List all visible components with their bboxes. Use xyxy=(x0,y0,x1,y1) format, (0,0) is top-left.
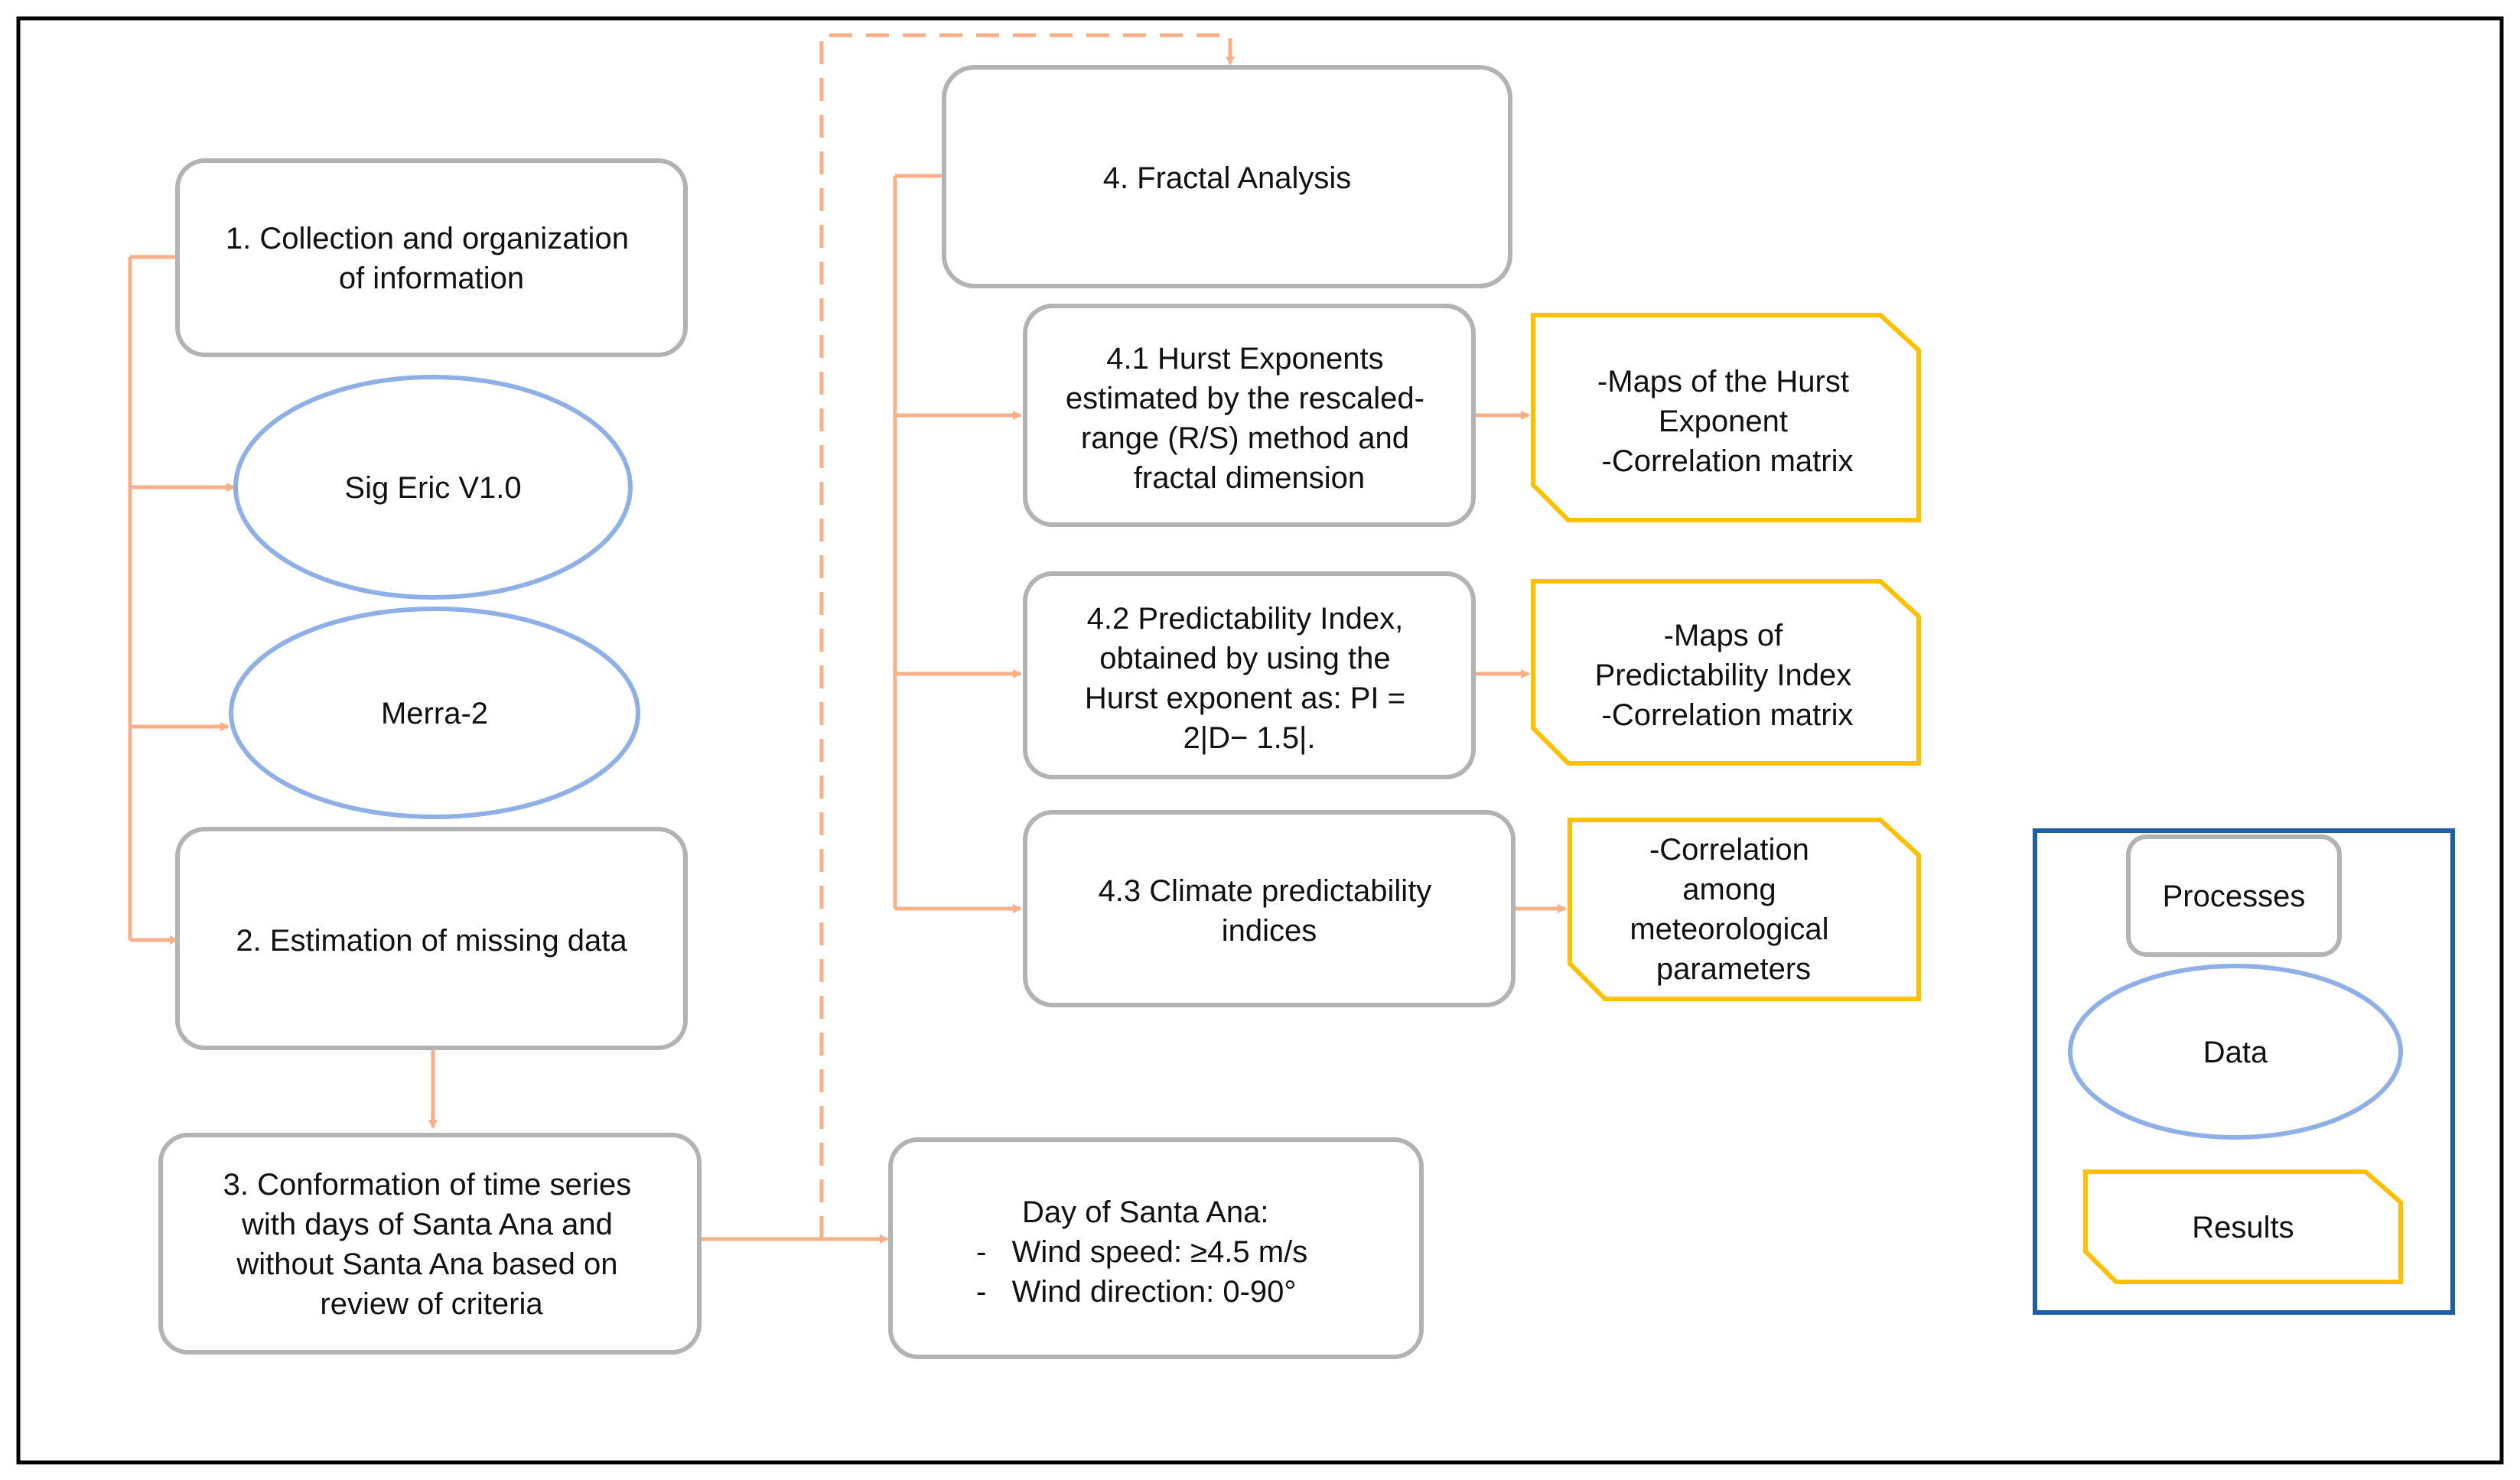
process-estimation-box xyxy=(175,827,688,1050)
process-estimation-text: 2. Estimation of missing data xyxy=(236,924,627,958)
process-hurst: 4.1 Hurst Exponents estimated by the res… xyxy=(1023,304,1476,527)
result-climate-line: -Correlation xyxy=(1649,833,1809,867)
process-collection: 1. Collection and organization of inform… xyxy=(175,158,688,357)
process-climate-box xyxy=(1023,810,1516,1007)
process-hurst-box xyxy=(1023,304,1476,527)
result-climate-text: -Correlation among meteorological parame… xyxy=(1630,833,1837,986)
process-hurst-line: range (R/S) method and xyxy=(1081,421,1409,455)
process-climate-line: 4.3 Climate predictability xyxy=(1099,874,1432,908)
outer-frame xyxy=(16,16,2504,1465)
result-climate: -Correlation among meteorological parame… xyxy=(1568,818,1921,1001)
process-predictability: 4.2 Predictability Index, obtained by us… xyxy=(1023,571,1476,779)
process-hurst-line: fractal dimension xyxy=(1134,461,1365,495)
process-predictability-line: 4.2 Predictability Index, xyxy=(1087,602,1404,636)
legend-process-swatch xyxy=(2126,834,2342,957)
process-santa-ana-line: - Wind direction: 0-90° xyxy=(976,1275,1296,1309)
process-fractal-analysis: 4. Fractal Analysis xyxy=(942,65,1512,288)
process-collection-box xyxy=(175,158,688,357)
legend-data-swatch xyxy=(2068,964,2403,1140)
process-collection-line: 1. Collection and organization xyxy=(226,222,629,255)
result-hurst: -Maps of the Hurst Exponent -Correlation… xyxy=(1531,313,1921,522)
legend-process-label: Processes xyxy=(2163,880,2306,913)
data-sig-eric-ellipse xyxy=(233,375,633,600)
connectors xyxy=(128,33,1567,1244)
process-santa-ana-line: - Wind speed: ≥4.5 m/s xyxy=(976,1235,1307,1269)
process-climate-text: 4.3 Climate predictability indices xyxy=(1099,874,1441,948)
legend-results-swatch xyxy=(2083,1169,2403,1284)
process-climate: 4.3 Climate predictability indices xyxy=(1023,810,1516,1007)
process-predictability-line: 2|D− 1.5|. xyxy=(1183,721,1315,755)
process-conformation-box xyxy=(158,1133,702,1355)
process-predictability-line: obtained by using the xyxy=(1099,642,1390,675)
process-hurst-line: 4.1 Hurst Exponents xyxy=(1106,342,1383,376)
result-hurst-line: Exponent xyxy=(1659,405,1788,438)
process-santa-ana-box xyxy=(888,1137,1424,1359)
result-climate-line: meteorological xyxy=(1630,912,1828,946)
process-conformation-text: 3. Conformation of time series with days… xyxy=(223,1168,640,1321)
process-predictability-box xyxy=(1023,571,1476,779)
process-collection-line: of information xyxy=(339,262,524,295)
result-hurst-shape xyxy=(1531,313,1921,522)
result-climate-shape xyxy=(1568,818,1921,1001)
process-santa-ana-criteria: Day of Santa Ana: - Wind speed: ≥4.5 m/s… xyxy=(888,1137,1424,1359)
result-predictability-line: -Maps of xyxy=(1664,619,1783,652)
process-conformation: 3. Conformation of time series with days… xyxy=(158,1133,702,1355)
process-predictability-text: 4.2 Predictability Index, obtained by us… xyxy=(1085,602,1414,755)
data-sig-eric: Sig Eric V1.0 xyxy=(233,375,633,600)
result-predictability-shape xyxy=(1531,579,1921,766)
data-merra: Merra-2 xyxy=(229,607,640,819)
result-climate-line: parameters xyxy=(1656,952,1811,986)
process-hurst-line: estimated by the rescaled- xyxy=(1066,382,1424,415)
legend: Processes Data Results xyxy=(2033,828,2455,1315)
result-predictability: -Maps of Predictability Index -Correlati… xyxy=(1531,579,1921,766)
process-conformation-line: 3. Conformation of time series xyxy=(223,1168,632,1202)
result-predictability-text: -Maps of Predictability Index -Correlati… xyxy=(1595,619,1861,732)
result-predictability-line: Predictability Index xyxy=(1595,659,1852,692)
result-hurst-line: -Correlation matrix xyxy=(1602,444,1854,478)
dashed-conformation-to-fractal xyxy=(819,33,1235,1239)
process-fractal-analysis-box xyxy=(942,65,1512,288)
legend-data-label: Data xyxy=(2203,1036,2268,1069)
result-hurst-line: -Maps of the Hurst xyxy=(1597,365,1849,398)
result-climate-line: among xyxy=(1682,873,1776,906)
data-merra-ellipse xyxy=(229,607,640,819)
data-sig-eric-label: Sig Eric V1.0 xyxy=(344,471,521,505)
process-santa-ana-text: Day of Santa Ana: - Wind speed: ≥4.5 m/s… xyxy=(976,1195,1316,1309)
result-hurst-text: -Maps of the Hurst Exponent -Correlation… xyxy=(1597,365,1857,478)
process-conformation-line: review of criteria xyxy=(320,1287,543,1321)
process-predictability-line: Hurst exponent as: PI = xyxy=(1085,681,1405,715)
process-hurst-text: 4.1 Hurst Exponents estimated by the res… xyxy=(1066,342,1433,495)
process-estimation: 2. Estimation of missing data xyxy=(175,827,688,1050)
process-climate-line: indices xyxy=(1222,914,1317,948)
process-fractal-analysis-text: 4. Fractal Analysis xyxy=(1103,161,1352,195)
process-collection-text: 1. Collection and organization of inform… xyxy=(226,222,637,295)
process-conformation-line: without Santa Ana based on xyxy=(236,1247,617,1281)
result-predictability-line: -Correlation matrix xyxy=(1602,698,1854,732)
process-conformation-line: with days of Santa Ana and xyxy=(241,1208,613,1241)
process-santa-ana-line: Day of Santa Ana: xyxy=(1022,1195,1268,1229)
legend-results-label: Results xyxy=(2192,1211,2294,1244)
data-merra-label: Merra-2 xyxy=(381,697,488,730)
